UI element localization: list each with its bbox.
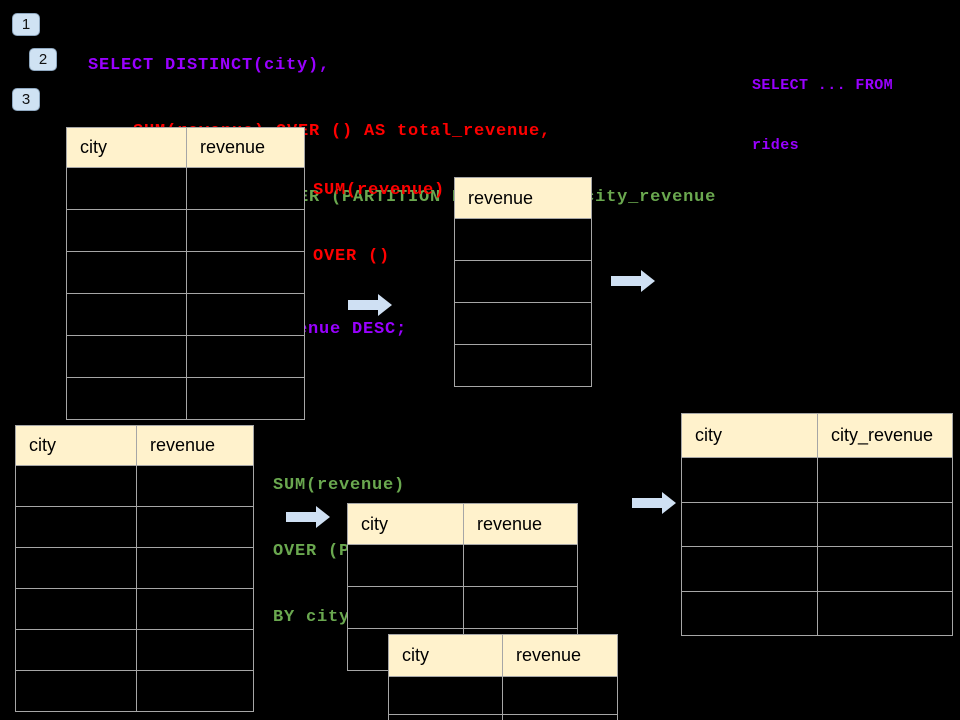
table-cell-empty xyxy=(16,671,137,712)
table-cell-empty xyxy=(16,466,137,507)
step-2-badge: 2 xyxy=(29,48,57,71)
table-cell-empty xyxy=(16,630,137,671)
arrow-right-icon xyxy=(611,269,656,298)
total-revenue-table: revenue xyxy=(454,177,592,387)
table-cell-empty xyxy=(16,507,137,548)
column-header-city: city xyxy=(16,426,137,466)
note-line: SELECT ... FROM xyxy=(752,77,894,94)
table-cell-empty xyxy=(455,345,592,387)
table-cell-empty xyxy=(348,587,464,629)
table-cell-empty xyxy=(16,589,137,630)
label-line: BY city) xyxy=(273,608,362,627)
table-cell-empty xyxy=(67,210,187,252)
table-cell-empty xyxy=(503,677,618,715)
table-cell-empty xyxy=(187,210,305,252)
table-cell-empty xyxy=(187,252,305,294)
table-cell-empty xyxy=(187,378,305,420)
table-cell-empty xyxy=(682,547,818,592)
rides-source-table-bottom: city revenue xyxy=(15,425,254,712)
table-cell-empty xyxy=(67,336,187,378)
column-header-revenue: revenue xyxy=(464,504,578,545)
table-cell-empty xyxy=(818,591,953,636)
table-cell-empty xyxy=(137,589,254,630)
table-cell-empty xyxy=(682,502,818,547)
table-cell-empty xyxy=(67,252,187,294)
total-revenue-label: SUM(revenue) OVER () xyxy=(313,136,445,312)
table-cell-empty xyxy=(455,219,592,261)
table-cell-empty xyxy=(455,261,592,303)
table-cell-empty xyxy=(16,548,137,589)
table-cell-empty xyxy=(818,547,953,592)
column-header-city-revenue: city_revenue xyxy=(818,414,953,458)
note-line: rides xyxy=(752,137,800,154)
label-line: OVER () xyxy=(313,247,391,266)
step-3-badge: 3 xyxy=(12,88,40,111)
table-cell-empty xyxy=(682,458,818,503)
table-cell-empty xyxy=(455,303,592,345)
table-cell-empty xyxy=(187,336,305,378)
label-line: SUM(revenue) xyxy=(273,476,406,495)
table-cell-empty xyxy=(389,715,503,720)
table-cell-empty xyxy=(818,458,953,503)
table-cell-empty xyxy=(818,502,953,547)
table-cell-empty xyxy=(137,548,254,589)
table-cell-empty xyxy=(464,587,578,629)
column-header-revenue: revenue xyxy=(137,426,254,466)
column-header-revenue: revenue xyxy=(503,635,618,677)
table-cell-empty xyxy=(682,591,818,636)
table-cell-empty xyxy=(67,378,187,420)
sql-line-select: SELECT DISTINCT(city), xyxy=(88,56,331,75)
column-header-revenue: revenue xyxy=(187,128,305,168)
partition-table-2: city revenue xyxy=(388,634,618,720)
table-cell-empty xyxy=(348,545,464,587)
arrow-right-icon xyxy=(348,293,393,322)
table-cell-empty xyxy=(187,294,305,336)
column-header-city: city xyxy=(67,128,187,168)
column-header-revenue: revenue xyxy=(455,178,592,219)
arrow-right-icon xyxy=(632,491,677,520)
step-1-badge: 1 xyxy=(12,13,40,36)
table-cell-empty xyxy=(137,671,254,712)
label-line: SUM(revenue) xyxy=(313,181,446,200)
column-header-city: city xyxy=(682,414,818,458)
table-cell-empty xyxy=(503,715,618,720)
rides-source-table-top: city revenue xyxy=(66,127,305,420)
table-cell-empty xyxy=(464,545,578,587)
table-cell-empty xyxy=(187,168,305,210)
column-header-city: city xyxy=(389,635,503,677)
table-cell-empty xyxy=(137,507,254,548)
table-cell-empty xyxy=(137,466,254,507)
arrow-right-icon xyxy=(286,505,331,534)
table-cell-empty xyxy=(67,294,187,336)
select-from-note: SELECT ... FROM rides xyxy=(752,36,893,196)
table-cell-empty xyxy=(137,630,254,671)
city-revenue-result-table: city city_revenue xyxy=(681,413,953,636)
table-cell-empty xyxy=(389,677,503,715)
table-cell-empty xyxy=(67,168,187,210)
column-header-city: city xyxy=(348,504,464,545)
